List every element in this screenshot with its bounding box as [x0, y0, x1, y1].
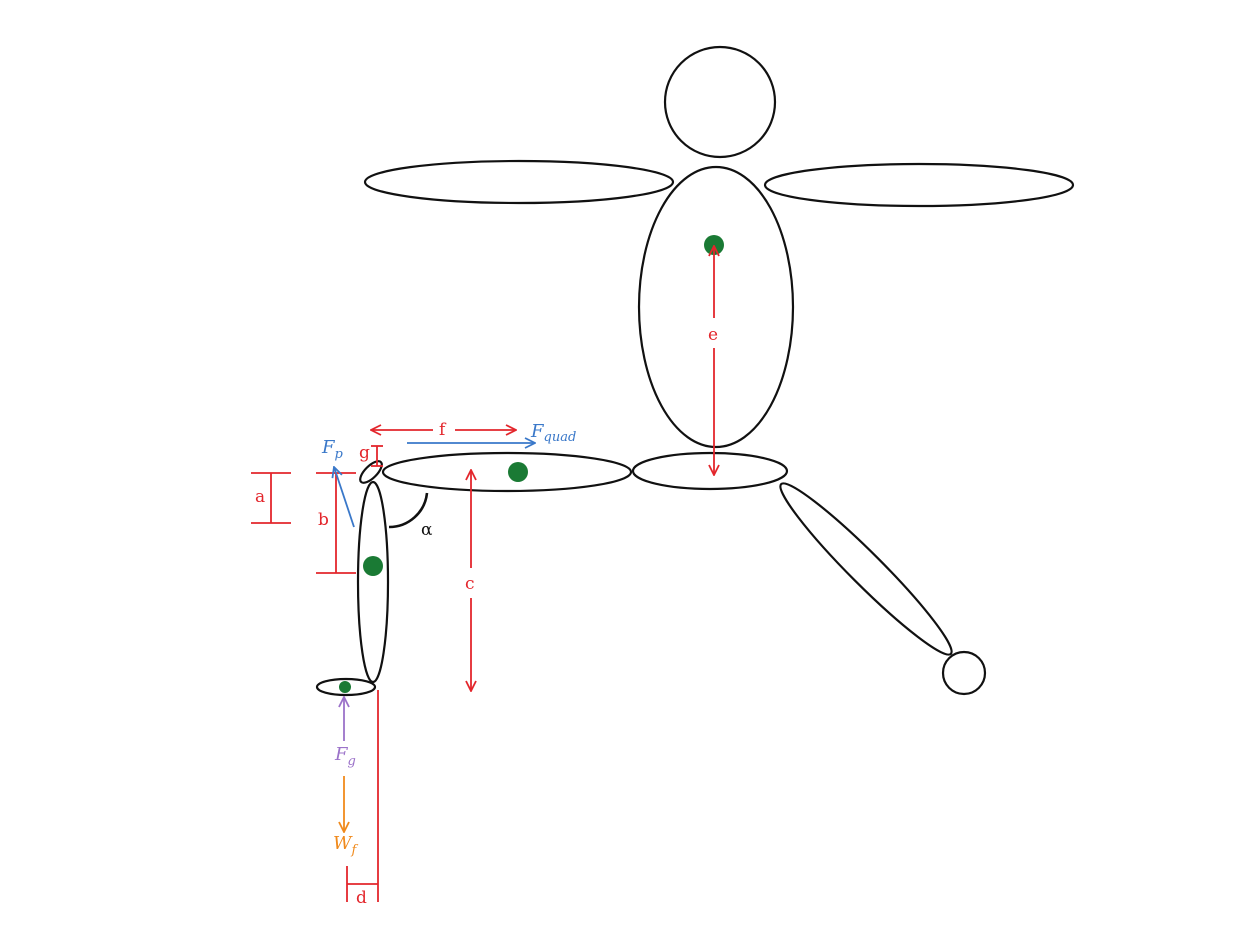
foot-center-of-mass: [339, 681, 351, 693]
dimension-d-label: d: [356, 888, 367, 908]
dimension-lines: [251, 246, 714, 902]
dimension-f-label: f: [439, 420, 447, 440]
pelvis: [631, 451, 789, 491]
f-p-label: Fp: [321, 437, 344, 462]
shank: [356, 480, 390, 684]
f-quad-label: Fquad: [530, 421, 576, 445]
knee-angle-arc: [388, 492, 429, 529]
foot: [315, 677, 377, 697]
back-foot: [941, 650, 987, 696]
thigh: [381, 451, 633, 493]
shank-center-of-mass: [363, 556, 383, 576]
head: [663, 45, 777, 159]
dimension-b-label: b: [318, 510, 329, 530]
thigh-center-of-mass: [508, 462, 528, 482]
back-leg: [779, 482, 953, 656]
patella: [359, 460, 383, 484]
torso: [637, 165, 795, 449]
dimension-e-label: e: [708, 325, 718, 345]
figure-body: [315, 45, 1075, 697]
right-arm: [763, 162, 1075, 208]
left-arm: [363, 159, 675, 205]
dimension-c-label: c: [465, 574, 475, 594]
dimension-a-label: a: [255, 487, 265, 507]
angle-alpha-label: α: [421, 520, 433, 540]
f-p-arrow: [334, 467, 355, 528]
dimension-g-label: g: [359, 443, 370, 463]
w-f-label: Wf: [333, 833, 359, 858]
f-g-label: Fg: [334, 744, 356, 769]
